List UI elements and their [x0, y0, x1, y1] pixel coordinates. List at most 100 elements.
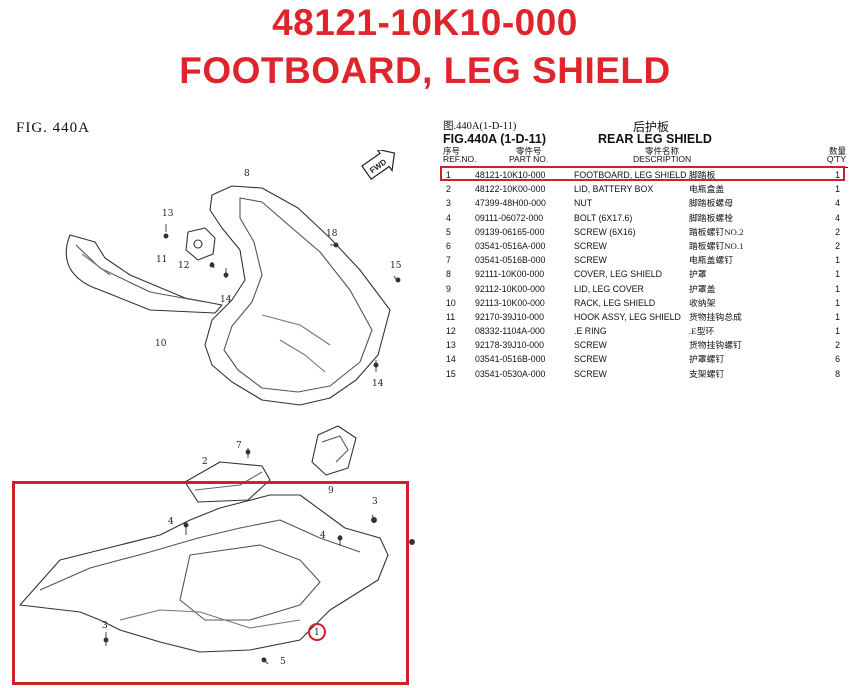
part-no-cell: 03541-0516A-000 [475, 240, 546, 251]
ref-cell: 1 [446, 170, 451, 180]
exploded-diagram: FWD 8 13 11 12 14 10 18 15 14 7 2 9 3 4 … [19, 150, 415, 667]
description-cell: HOOK ASSY, LEG SHIELD [574, 311, 681, 322]
cn-figure-ref: 图.440A(1-D-11) [443, 121, 517, 132]
callout-number: 10 [155, 339, 167, 349]
ref-cell: 2 [446, 184, 451, 195]
part-no-cell: 09139-06165-000 [475, 226, 545, 237]
part-no-cell: 92111-10K00-000 [475, 269, 545, 280]
part-no-cell: 48122-10K00-000 [475, 184, 546, 195]
cn-name-cell: .E型环 [689, 326, 715, 337]
qty-cell: 1 [835, 326, 840, 337]
footboard-highlight-box [12, 481, 409, 685]
part-number-title: 48121-10K10-000 [272, 2, 578, 43]
ref-cell: 12 [446, 326, 456, 337]
ref-cell: 13 [446, 340, 456, 351]
callout-number: 5 [280, 657, 286, 667]
qty-cell: 6 [835, 354, 840, 365]
callout-number: 9 [328, 486, 334, 496]
description-cell: RACK, LEG SHIELD [574, 297, 656, 308]
description-cell: FOOTBOARD, LEG SHIELD [574, 170, 687, 180]
cn-name-cell: 护罩 [689, 269, 707, 280]
callout-number: 3 [372, 497, 378, 507]
part-no-cell: 03541-0516B-000 [475, 255, 546, 266]
ref-cell: 15 [446, 368, 456, 379]
selected-row-highlight [440, 166, 845, 181]
qty-cell: 4 [835, 198, 840, 209]
ref-cell: 10 [446, 297, 456, 308]
part-name-title: FOOTBOARD, LEG SHIELD [179, 50, 671, 91]
qty-cell: 2 [835, 240, 840, 251]
qty-cell: 1 [835, 184, 840, 195]
cn-name-cell: 收纳架 [689, 297, 716, 308]
qty-cell: 1 [835, 170, 840, 180]
callout-number: 1 [314, 628, 320, 638]
description-cell: SCREW [574, 368, 607, 379]
callout-number: 4 [320, 531, 326, 541]
description-cell: SCREW [574, 255, 607, 266]
description-cell: SCREW [574, 340, 607, 351]
ref-cell: 9 [446, 283, 451, 294]
part-no-cell: 09111-06072-000 [475, 212, 544, 223]
description-cell: NUT [574, 198, 593, 209]
description-cell: .E RING [574, 326, 607, 337]
cn-name-cell: 踏板螺钉NO.1 [689, 240, 744, 251]
part-no-cell: 48121-10K10-000 [475, 170, 546, 180]
description-cell: LID, LEG COVER [574, 283, 644, 294]
en-figure-ref: FIG.440A (1-D-11) [443, 132, 547, 146]
qty-cell: 4 [835, 212, 840, 223]
callout-number: 11 [156, 255, 167, 265]
ref-cell: 8 [446, 269, 451, 280]
table-row: 6 03541-0516A-000 SCREW 踏板螺钉NO.1 2 [443, 239, 848, 253]
callout-1-highlight [308, 623, 326, 641]
description-cell: SCREW [574, 240, 607, 251]
qty-cell: 1 [835, 311, 840, 322]
description-cell: SCREW (6X16) [574, 226, 636, 237]
callout-labels: 8 13 11 12 14 10 18 15 14 7 2 9 3 4 4 3 … [102, 169, 402, 667]
cn-name-cell: 脚踏板螺母 [689, 198, 733, 209]
ref-cell: 6 [446, 240, 451, 251]
part-no-cell: 03541-0516B-000 [475, 354, 546, 365]
leg-shield-cover-part [204, 185, 391, 406]
part-no-cell: 92178-39J10-000 [475, 340, 544, 351]
cn-name-cell: 电瓶盒盖 [689, 184, 725, 195]
qty-cell: 1 [835, 283, 840, 294]
fwd-arrow-icon: FWD [361, 150, 396, 180]
table-row: 9 92112-10K00-000 LID, LEG COVER 护罩盖 1 [443, 282, 848, 296]
callout-number: 14 [372, 379, 384, 389]
cn-assembly-name: 后护板 [633, 120, 670, 134]
callout-number: 8 [244, 169, 250, 179]
cn-name-cell: 支架螺钉 [689, 368, 725, 379]
part-no-cell: 47399-48H00-000 [475, 198, 546, 209]
cn-name-cell: 脚踏板 [689, 170, 716, 180]
footboard-part [19, 494, 389, 653]
cn-name-cell: 货物挂钩螺钉 [689, 340, 742, 351]
cn-name-cell: 电瓶盖螺钉 [689, 255, 733, 266]
part-no-cell: 92112-10K00-000 [475, 283, 545, 294]
qty-cell: 1 [835, 297, 840, 308]
parts-table: 图.440A(1-D-11) 后护板 FIG.440A (1-D-11) REA… [443, 118, 848, 381]
callout-number: 2 [202, 457, 208, 467]
callout-number: 14 [220, 295, 232, 305]
ref-cell: 5 [446, 226, 451, 237]
lid-leg-cover-part [311, 425, 357, 476]
callout-number: 18 [326, 229, 338, 239]
ref-cell: 4 [446, 212, 451, 223]
qty-cell: 8 [835, 368, 840, 379]
cn-name-cell: 护罩盖 [689, 283, 716, 294]
figure-label: FIG. 440A [16, 120, 91, 136]
cn-name-cell: 护罩螺钉 [689, 354, 725, 365]
callout-number: 7 [236, 441, 242, 451]
